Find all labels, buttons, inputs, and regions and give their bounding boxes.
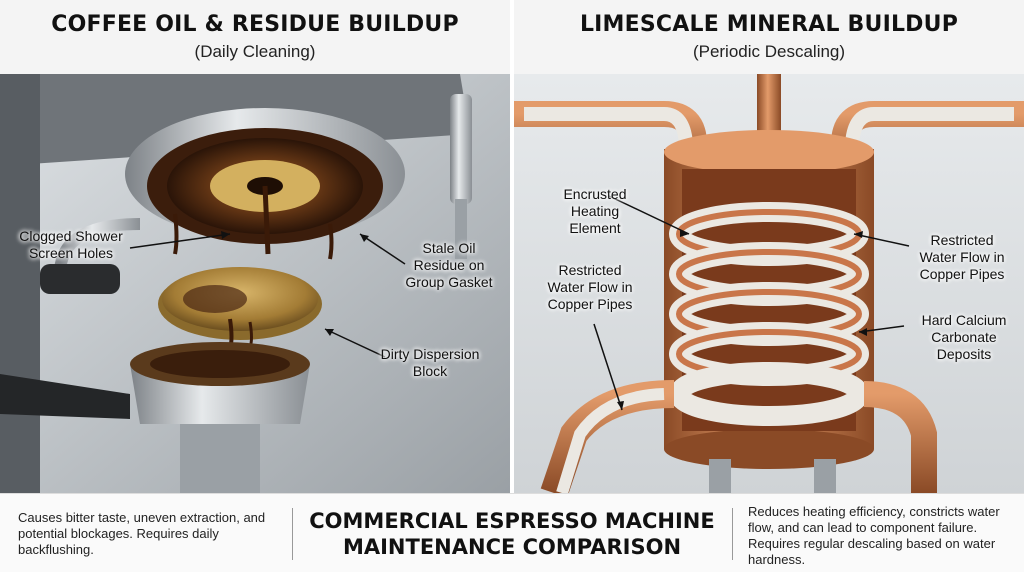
footer-divider-right [732,508,733,560]
gasket-pointer [359,233,406,265]
shower-screen-pointer [129,233,231,249]
group-head-illustration [0,74,510,493]
left-subtitle: (Daily Cleaning) [194,42,316,61]
right-title: LIMESCALE MINERAL BUILDUP [579,12,959,37]
limescale-description: Reduces heating efficiency, constricts w… [748,504,1000,567]
heating-pointer [608,195,690,235]
dispersion-block-label: Dirty Dispersion Block [380,346,480,379]
heating-coils [669,202,869,426]
panel-divider [510,0,514,493]
coffee-residue-panel: COFFEE OIL & RESIDUE BUILDUP (Daily Clea… [0,0,510,493]
comparison-title: COMMERCIAL ESPRESSO MACHINE MAINTENANCE … [309,509,715,559]
deposits-label: Hard Calcium Carbonate Deposits [921,312,1007,362]
heating-element-label: Encrusted Heating Element [563,186,627,236]
pipes-left-pointer [593,323,623,411]
boiler-cutaway-illustration [514,74,1024,493]
left-header: COFFEE OIL & RESIDUE BUILDUP (Daily Clea… [0,0,510,74]
footer-divider-left [292,508,293,560]
right-subtitle: (Periodic Descaling) [692,42,846,61]
limescale-panel: LIMESCALE MINERAL BUILDUP (Periodic Desc… [514,0,1024,493]
pipes-right-pointer [853,233,910,247]
shower-screen-label: Clogged Shower Screen Holes [19,228,123,261]
pipes-left-label: Restricted Water Flow in Copper Pipes [547,262,633,312]
right-header: LIMESCALE MINERAL BUILDUP (Periodic Desc… [514,0,1024,74]
dispersion-pointer [324,328,386,358]
gasket-label: Stale Oil Residue on Group Gasket [405,240,493,290]
left-title: COFFEE OIL & RESIDUE BUILDUP [51,12,459,37]
footer: Causes bitter taste, uneven extraction, … [0,493,1024,572]
pipes-right-label: Restricted Water Flow in Copper Pipes [919,232,1005,282]
coffee-residue-description: Causes bitter taste, uneven extraction, … [18,510,266,557]
